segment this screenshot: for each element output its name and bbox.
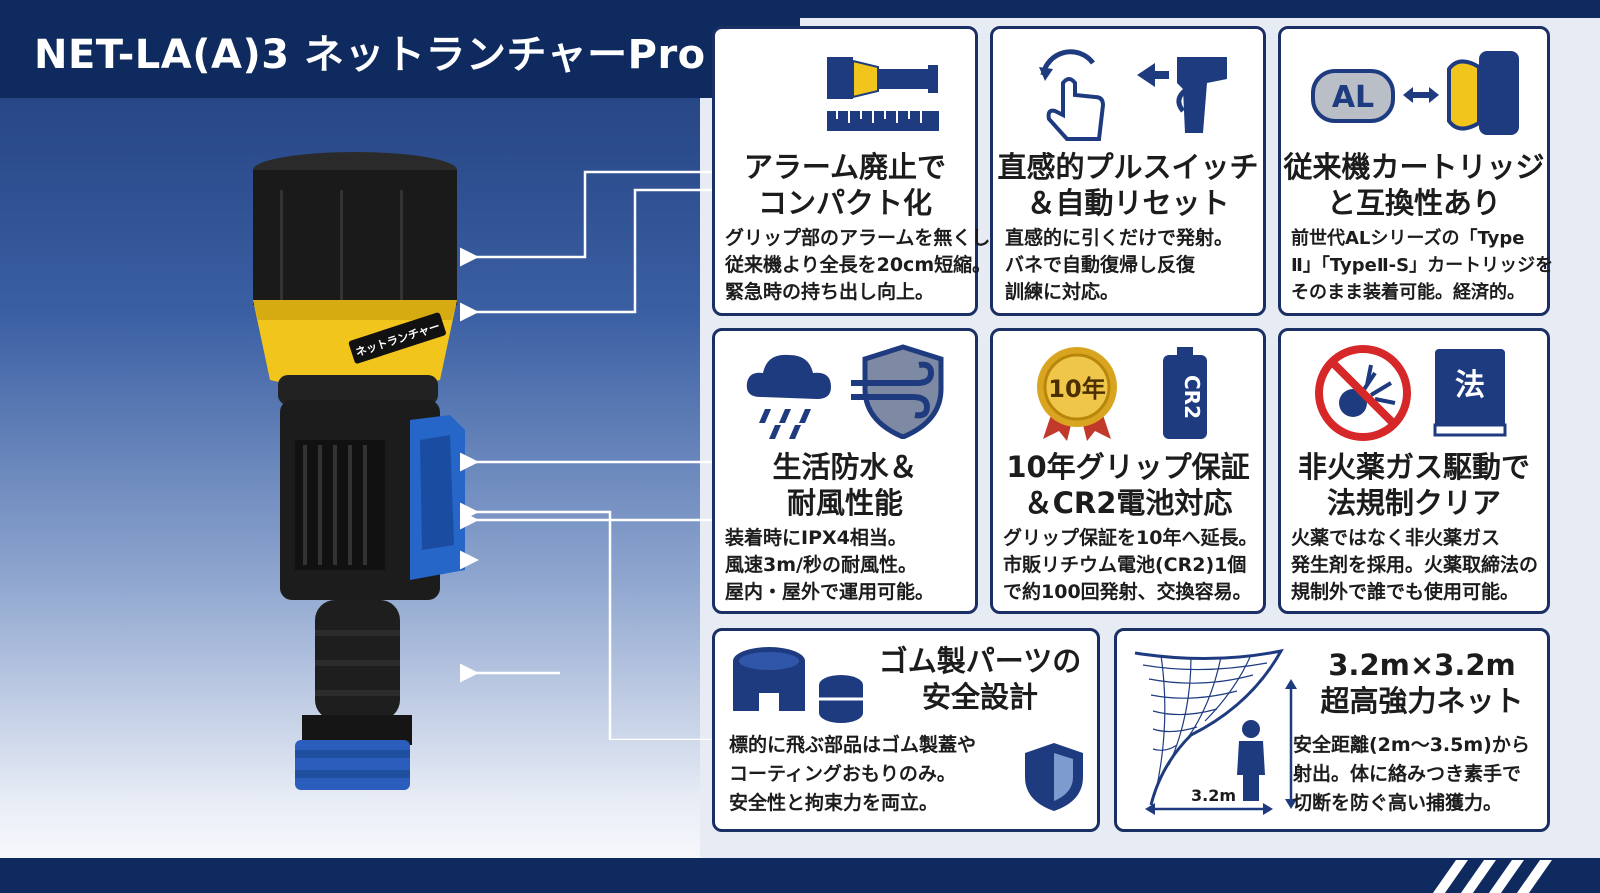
connector-arrows bbox=[460, 170, 715, 740]
net-size-label: 3.2m bbox=[1191, 786, 1236, 805]
battery-label: CR2 bbox=[1180, 375, 1204, 419]
feature-description: 直感的に引くだけで発射。 バネで自動復帰し反復 訓練に対応。 bbox=[1005, 227, 1234, 303]
product-image: ネットランチャー bbox=[253, 152, 465, 790]
feature-title: 直感的プルスイッチ ＆自動リセット bbox=[997, 150, 1259, 220]
feature-card-non-explosive: 法 非火薬ガス駆動で 法規制クリア 火薬ではなく非火薬ガス 発生剤を採用。火薬取… bbox=[1278, 328, 1550, 614]
feature-description: グリップ保証を10年へ延長。 市販リチウム電池(CR2)1個 で約100回発射、… bbox=[1003, 527, 1258, 603]
feature-description: グリップ部のアラームを無くし 従来機より全長を20cm短縮。 緊急時の持ち出し向… bbox=[725, 227, 992, 303]
feature-card-pull-switch: 直感的プルスイッチ ＆自動リセット 直感的に引くだけで発射。 バネで自動復帰し反… bbox=[990, 26, 1266, 316]
wind-shield-icon bbox=[851, 344, 944, 439]
law-book-label: 法 bbox=[1455, 368, 1485, 403]
feature-card-rubber-parts: ゴム製パーツの 安全設計 標的に飛ぶ部品はゴム製蓋や コーティングおもりのみ。 … bbox=[712, 628, 1100, 832]
feature-title: 非火薬ガス駆動で 法規制クリア bbox=[1297, 450, 1530, 520]
rain-cloud-icon bbox=[746, 354, 831, 439]
cartridge-swap-icon: AL bbox=[1311, 51, 1519, 135]
battery-icon: CR2 bbox=[1163, 347, 1207, 439]
page-title: NET-LA(A)3 ネットランチャーPro bbox=[34, 32, 706, 78]
rubber-parts-icon bbox=[733, 647, 863, 723]
net-person-icon: 3.2m bbox=[1134, 648, 1297, 815]
feature-description: 安全距離(2m〜3.5m)から 射出。体に絡みつき素手で 切断を防ぐ高い捕獲力。 bbox=[1293, 734, 1530, 814]
feature-title: アラーム廃止で コンパクト化 bbox=[743, 150, 947, 220]
feature-title: 3.2m×3.2m 超高強力ネット bbox=[1320, 648, 1524, 718]
feature-title: 従来機カートリッジ と互換性あり bbox=[1283, 150, 1545, 220]
feature-description: 火薬ではなく非火薬ガス 発生剤を採用。火薬取締法の 規制外で誰でも使用可能。 bbox=[1291, 527, 1539, 603]
feature-card-compact: アラーム廃止で コンパクト化 グリップ部のアラームを無くし 従来機より全長を20… bbox=[712, 26, 991, 316]
title-bar bbox=[0, 0, 800, 98]
medal-label: 10年 bbox=[1048, 375, 1105, 403]
feature-card-cartridge-compat: AL 従来機カートリッジ と互換性あり 前世代ALシリーズの「Type Ⅱ」「T… bbox=[1278, 26, 1554, 316]
launcher-ruler-icon bbox=[827, 57, 939, 131]
feature-description: 前世代ALシリーズの「Type Ⅱ」「TypeⅡ-S」カートリッジを そのまま装… bbox=[1291, 228, 1554, 303]
tap-hand-icon bbox=[1039, 49, 1106, 141]
footer-bar bbox=[0, 858, 1600, 893]
feature-title: ゴム製パーツの 安全設計 bbox=[878, 644, 1082, 714]
feature-description: 標的に飛ぶ部品はゴム製蓋や コーティングおもりのみ。 安全性と拘束力を両立。 bbox=[729, 734, 977, 814]
safety-shield-icon bbox=[1025, 743, 1083, 811]
warranty-medal-icon: 10年 bbox=[1037, 347, 1117, 441]
feature-card-waterproof: 生活防水＆ 耐風性能 装着時にIPX4相当。 風速3m/秒の耐風性。 屋内・屋外… bbox=[712, 328, 978, 614]
al-badge: AL bbox=[1332, 80, 1374, 115]
feature-card-warranty: 10年 CR2 10年グリップ保証 ＆CR2電池対応 グリップ保証を10年へ延長… bbox=[990, 328, 1266, 614]
feature-title: 生活防水＆ 耐風性能 bbox=[772, 450, 918, 520]
pull-trigger-icon bbox=[1137, 57, 1227, 133]
feature-card-net: 3.2m 3.2m×3.2m 超高強力ネット 安全距離(2m〜3.5m)から 射… bbox=[1114, 628, 1550, 832]
law-book-icon: 法 bbox=[1433, 349, 1507, 437]
feature-description: 装着時にIPX4相当。 風速3m/秒の耐風性。 屋内・屋外で運用可能。 bbox=[725, 527, 935, 603]
feature-title: 10年グリップ保証 ＆CR2電池対応 bbox=[1006, 450, 1250, 520]
no-explosive-icon bbox=[1315, 345, 1411, 441]
